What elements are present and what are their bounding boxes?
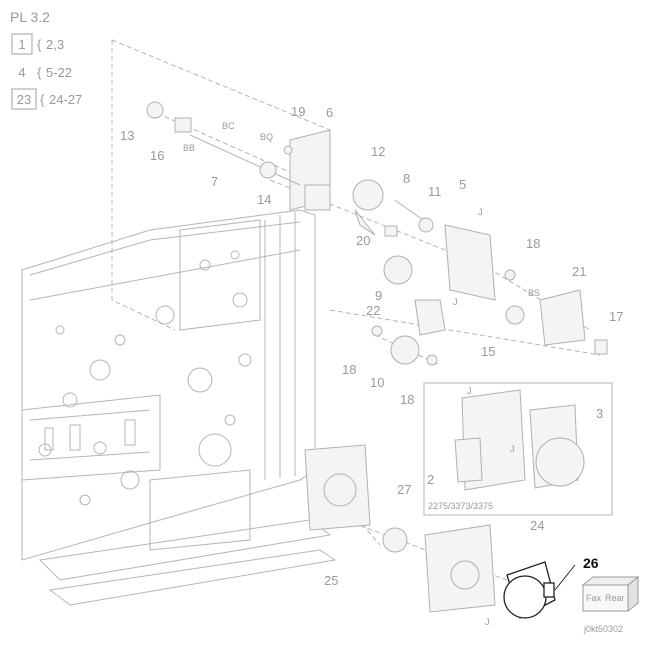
svg-text:{: { (37, 37, 42, 52)
callout-14: 14 (257, 192, 271, 207)
view-cube: Fax Rear (581, 575, 640, 613)
motor-assembly (304, 444, 496, 613)
svg-text:{: { (37, 65, 42, 80)
callout-18c: 18 (526, 236, 540, 251)
view-cube-front: Fax (586, 593, 602, 603)
callout-8: 8 (403, 171, 410, 186)
ref-range-3: 24-27 (49, 92, 82, 107)
ref-box-3: 23 (17, 92, 31, 107)
callout-9: 9 (375, 288, 382, 303)
connector-j2: J (453, 297, 458, 307)
connector-j5: J (467, 386, 472, 396)
callout-7: 7 (211, 174, 218, 189)
connector-labels: BC BQ BB BS J J J J J (183, 121, 540, 627)
callout-6: 6 (326, 105, 333, 120)
upper-gear-assembly (146, 101, 608, 366)
callout-13: 13 (120, 128, 134, 143)
connector-j1: J (478, 207, 483, 217)
callout-12: 12 (371, 144, 385, 159)
main-frame (21, 209, 337, 606)
callout-22: 22 (366, 303, 380, 318)
callout-26: 26 (583, 555, 599, 571)
callout-19: 19 (291, 104, 305, 119)
svg-text:{: { (40, 92, 45, 107)
callout-16: 16 (150, 148, 164, 163)
callout-5: 5 (459, 177, 466, 192)
callout-27: 27 (397, 482, 411, 497)
callout-10: 10 (370, 375, 384, 390)
connector-bq: BQ (260, 132, 273, 142)
view-cube-side: Rear (605, 593, 625, 603)
ref-range-2: 5-22 (46, 65, 72, 80)
callout-3: 3 (596, 406, 603, 421)
plate-header: PL 3.2 1 { 2,3 4 { 5-22 23 { 24-27 (10, 9, 82, 110)
connector-bc: BC (222, 121, 235, 131)
connector-bs: BS (528, 288, 540, 298)
ref-range-1: 2,3 (46, 37, 64, 52)
callout-labels: 2 3 5 6 7 8 9 10 11 12 13 14 15 16 17 18… (120, 104, 623, 588)
callout-21: 21 (572, 264, 586, 279)
callout-15: 15 (481, 344, 495, 359)
callout-17: 17 (609, 309, 623, 324)
callout-24: 24 (530, 518, 544, 533)
callout-11: 11 (428, 184, 442, 199)
image-code: j0kt50302 (583, 624, 623, 634)
connector-bb: BB (183, 143, 195, 153)
ref-box-1: 1 (18, 37, 25, 52)
plate-title: PL 3.2 (10, 9, 50, 25)
ref-box-2: 4 (18, 65, 25, 80)
model-inset: 2275/3373/3375 (423, 382, 613, 516)
callout-18b: 18 (400, 392, 414, 407)
connector-j4: J (485, 617, 490, 627)
callout-20: 20 (356, 233, 370, 248)
callout-25: 25 (324, 573, 338, 588)
motor-26-highlight[interactable] (503, 561, 576, 619)
connector-j3: J (510, 444, 515, 454)
inset-model-label: 2275/3373/3375 (428, 501, 493, 511)
callout-18a: 18 (342, 362, 356, 377)
callout-2: 2 (427, 472, 434, 487)
